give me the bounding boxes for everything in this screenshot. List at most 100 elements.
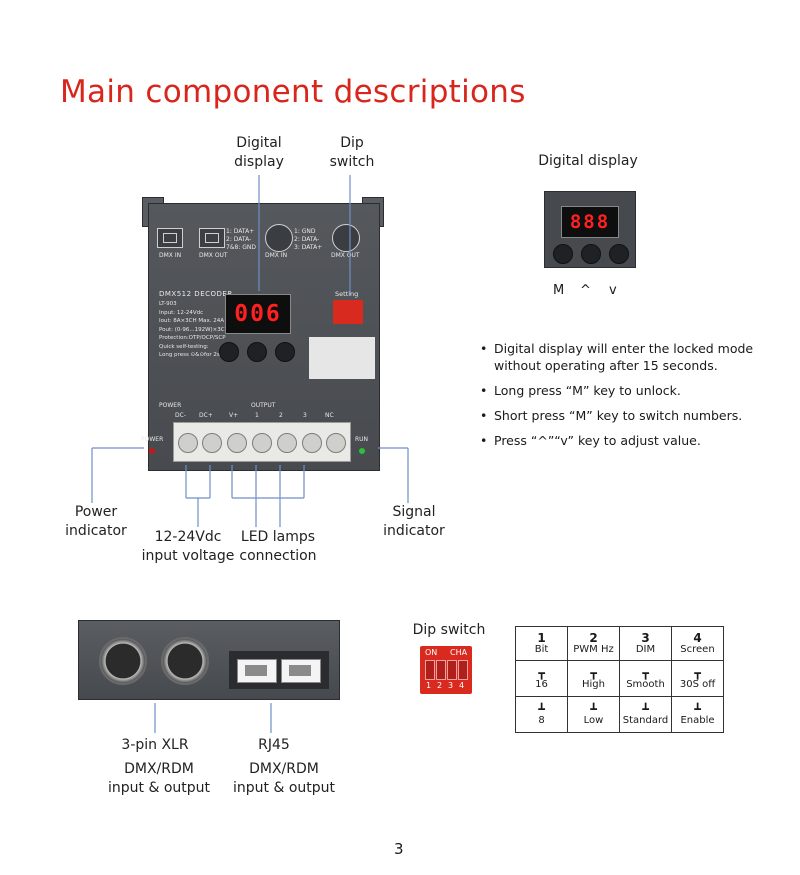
- device-body: 1: DATA+ 2: DATA- 7&8: GND 1: GND 2: DAT…: [141, 203, 380, 471]
- xlr-male-port: [161, 637, 209, 685]
- led-lamps-label: LED lamps connection: [239, 529, 317, 564]
- power-led-label: POWER: [141, 436, 164, 443]
- dip-switch-title: Dip switch: [412, 622, 486, 638]
- dip-down-value: 8: [538, 714, 545, 726]
- port-label-xlr-in: DMX IN: [265, 252, 288, 259]
- dmx-decoder-device: 1: DATA+ 2: DATA- 7&8: GND 1: GND 2: DAT…: [141, 197, 384, 473]
- dip-switch[interactable]: [333, 300, 363, 324]
- switch-up-icon: ┳: [590, 666, 597, 680]
- rj45-in-port: [157, 228, 183, 248]
- rj45-housing: [229, 651, 329, 689]
- terminal-screw: [302, 433, 322, 453]
- key-label-down: v: [609, 283, 617, 298]
- dip-toggle[interactable]: [458, 660, 468, 680]
- signal-indicator-label: Signal indicator: [383, 504, 445, 539]
- terminal-label-1: 1: [255, 412, 259, 419]
- dip-switch-closeup: ON CHA 1 2 3 4: [420, 646, 472, 694]
- terminal-label-dc-minus: DC-: [175, 412, 186, 419]
- rj45-port: [237, 659, 277, 683]
- down-key-button[interactable]: [275, 342, 295, 362]
- output-group-label: OUTPUT: [251, 402, 276, 409]
- run-led: [359, 448, 365, 454]
- dip-num: 2: [437, 681, 443, 690]
- dip-up-cell: ┳Smooth: [619, 660, 672, 697]
- terminal-screw: [227, 433, 247, 453]
- digital-display-title: Digital display: [538, 153, 638, 169]
- xlr-desc: DMX/RDM input & output: [107, 761, 210, 796]
- page-number: 3: [394, 840, 404, 858]
- dip-down-cell: ┻Enable: [671, 696, 724, 733]
- dip-down-cell: ┻Standard: [619, 696, 672, 733]
- dip-up-value: Smooth: [626, 678, 665, 690]
- terminal-label-dc-plus: DC+: [199, 412, 213, 419]
- key-label-m: M: [553, 283, 565, 298]
- dip-up-cell: ┳16: [515, 660, 568, 697]
- power-group-label: POWER: [159, 402, 182, 409]
- dip-down-value: Standard: [622, 714, 669, 726]
- port-label-rj-in: DMX IN: [159, 252, 182, 259]
- spec-text: LT-903 Input: 12-24Vdc Iout: 8A×3CH Max.…: [159, 301, 229, 358]
- up-key-button[interactable]: [247, 342, 267, 362]
- switch-up-icon: ┳: [642, 666, 649, 680]
- m-key-button[interactable]: [219, 342, 239, 362]
- xlr-female-port: [99, 637, 147, 685]
- dip-toggle[interactable]: [436, 660, 446, 680]
- closeup-down-key[interactable]: [609, 244, 629, 264]
- rj45-label: RJ45: [258, 737, 290, 753]
- terminal-screw: [277, 433, 297, 453]
- power-indicator-label: Power indicator: [65, 504, 127, 539]
- rj-pinout: 1: DATA+ 2: DATA- 7&8: GND: [226, 228, 256, 251]
- dip-number: 3: [641, 631, 650, 645]
- switch-up-icon: ┳: [538, 666, 545, 680]
- digital-display-label: Digital display: [234, 135, 284, 170]
- device-back-panel: [78, 620, 340, 700]
- dip-function: Bit: [534, 644, 549, 655]
- terminal-label-v-plus: V+: [229, 412, 239, 419]
- xlr-label: 3-pin XLR: [121, 737, 189, 753]
- terminal-screw: [178, 433, 198, 453]
- dip-num: 3: [448, 681, 454, 690]
- dip-up-value: 16: [535, 678, 548, 690]
- digital-display: 006: [225, 294, 291, 334]
- xlr-in-port: [265, 224, 293, 252]
- dip-toggle[interactable]: [425, 660, 435, 680]
- terminal-screw: [202, 433, 222, 453]
- page-title: Main component descriptions: [60, 74, 526, 110]
- xlr-out-port: [332, 224, 360, 252]
- dip-number: 1: [537, 631, 546, 645]
- list-item: Digital display will enter the locked mo…: [478, 340, 778, 374]
- key-label-up: ^: [580, 283, 591, 298]
- terminal-label-nc: NC: [325, 412, 334, 419]
- dip-cha-label: CHA: [450, 648, 468, 657]
- switch-up-icon: ┳: [694, 666, 701, 680]
- dip-toggle[interactable]: [447, 660, 457, 680]
- run-led-label: RUN: [355, 436, 369, 443]
- dip-on-label: ON: [425, 648, 438, 657]
- dip-down-cell: ┻8: [515, 696, 568, 733]
- dip-number: 2: [589, 631, 598, 645]
- model-name: DMX512 DECODER: [159, 290, 233, 298]
- switch-down-icon: ┻: [590, 702, 597, 716]
- terminal-screw: [252, 433, 272, 453]
- power-led: [149, 448, 155, 454]
- dip-up-cell: ┳High: [567, 660, 620, 697]
- dip-number: 4: [693, 631, 702, 645]
- dip-up-value: 30S off: [679, 678, 716, 690]
- terminal-label-3: 3: [303, 412, 307, 419]
- dip-function: Screen: [680, 644, 715, 655]
- dip-num: 4: [459, 681, 465, 690]
- terminal-block: [173, 422, 351, 462]
- dip-down-value: Low: [583, 714, 604, 726]
- closeup-up-key[interactable]: [581, 244, 601, 264]
- closeup-m-key[interactable]: [553, 244, 573, 264]
- dip-function: DIM: [635, 644, 656, 655]
- closeup-digital-display: 888: [561, 206, 619, 238]
- display-closeup: 888: [544, 191, 636, 268]
- rj45-out-port: [199, 228, 225, 248]
- terminal-screw: [326, 433, 346, 453]
